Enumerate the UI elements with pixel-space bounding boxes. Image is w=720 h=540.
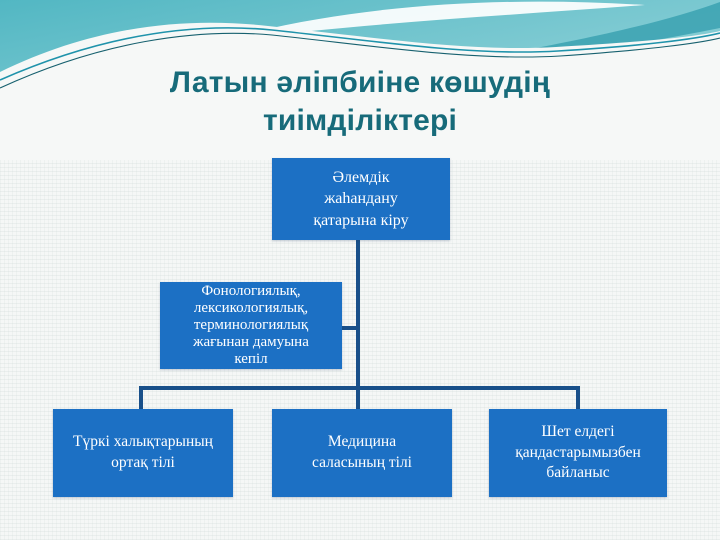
node-side-label: Фонологиялық, лексикологиялық, терминоло… xyxy=(193,282,309,368)
node-bottom-2-label: Медицина саласының тілі xyxy=(312,433,412,471)
node-bottom-turkic-language: Түркі халықтарының ортақ тілі xyxy=(53,409,233,497)
header-thin-line-dark xyxy=(0,32,720,89)
slide-title: Латын әліпбиіне көшудің тиімділіктері xyxy=(169,66,551,138)
header-wave-decoration xyxy=(0,0,720,160)
node-top-globalization: Әлемдік жаһандану қатарына кіру xyxy=(272,158,450,240)
node-side-linguistics: Фонологиялық, лексикологиялық, терминоло… xyxy=(160,282,342,369)
node-top-label: Әлемдік жаһандану қатарына кіру xyxy=(313,169,409,229)
node-bottom-3-label: Шет елдегі қандастарымызбен байланыс xyxy=(515,422,641,482)
node-bottom-diaspora-connection: Шет елдегі қандастарымызбен байланыс xyxy=(489,409,667,497)
node-bottom-1-label: Түркі халықтарының ортақ тілі xyxy=(73,433,213,471)
header-thin-line-bright xyxy=(0,27,720,81)
connector-stub-right xyxy=(576,386,580,409)
connector-stub-left xyxy=(139,386,143,409)
header-white-swoosh xyxy=(215,1,645,42)
node-bottom-medicine-language: Медицина саласының тілі xyxy=(272,409,452,497)
connector-vertical-top xyxy=(356,240,360,388)
connector-stub-middle xyxy=(356,388,360,409)
connector-stub-side-box xyxy=(342,326,360,330)
